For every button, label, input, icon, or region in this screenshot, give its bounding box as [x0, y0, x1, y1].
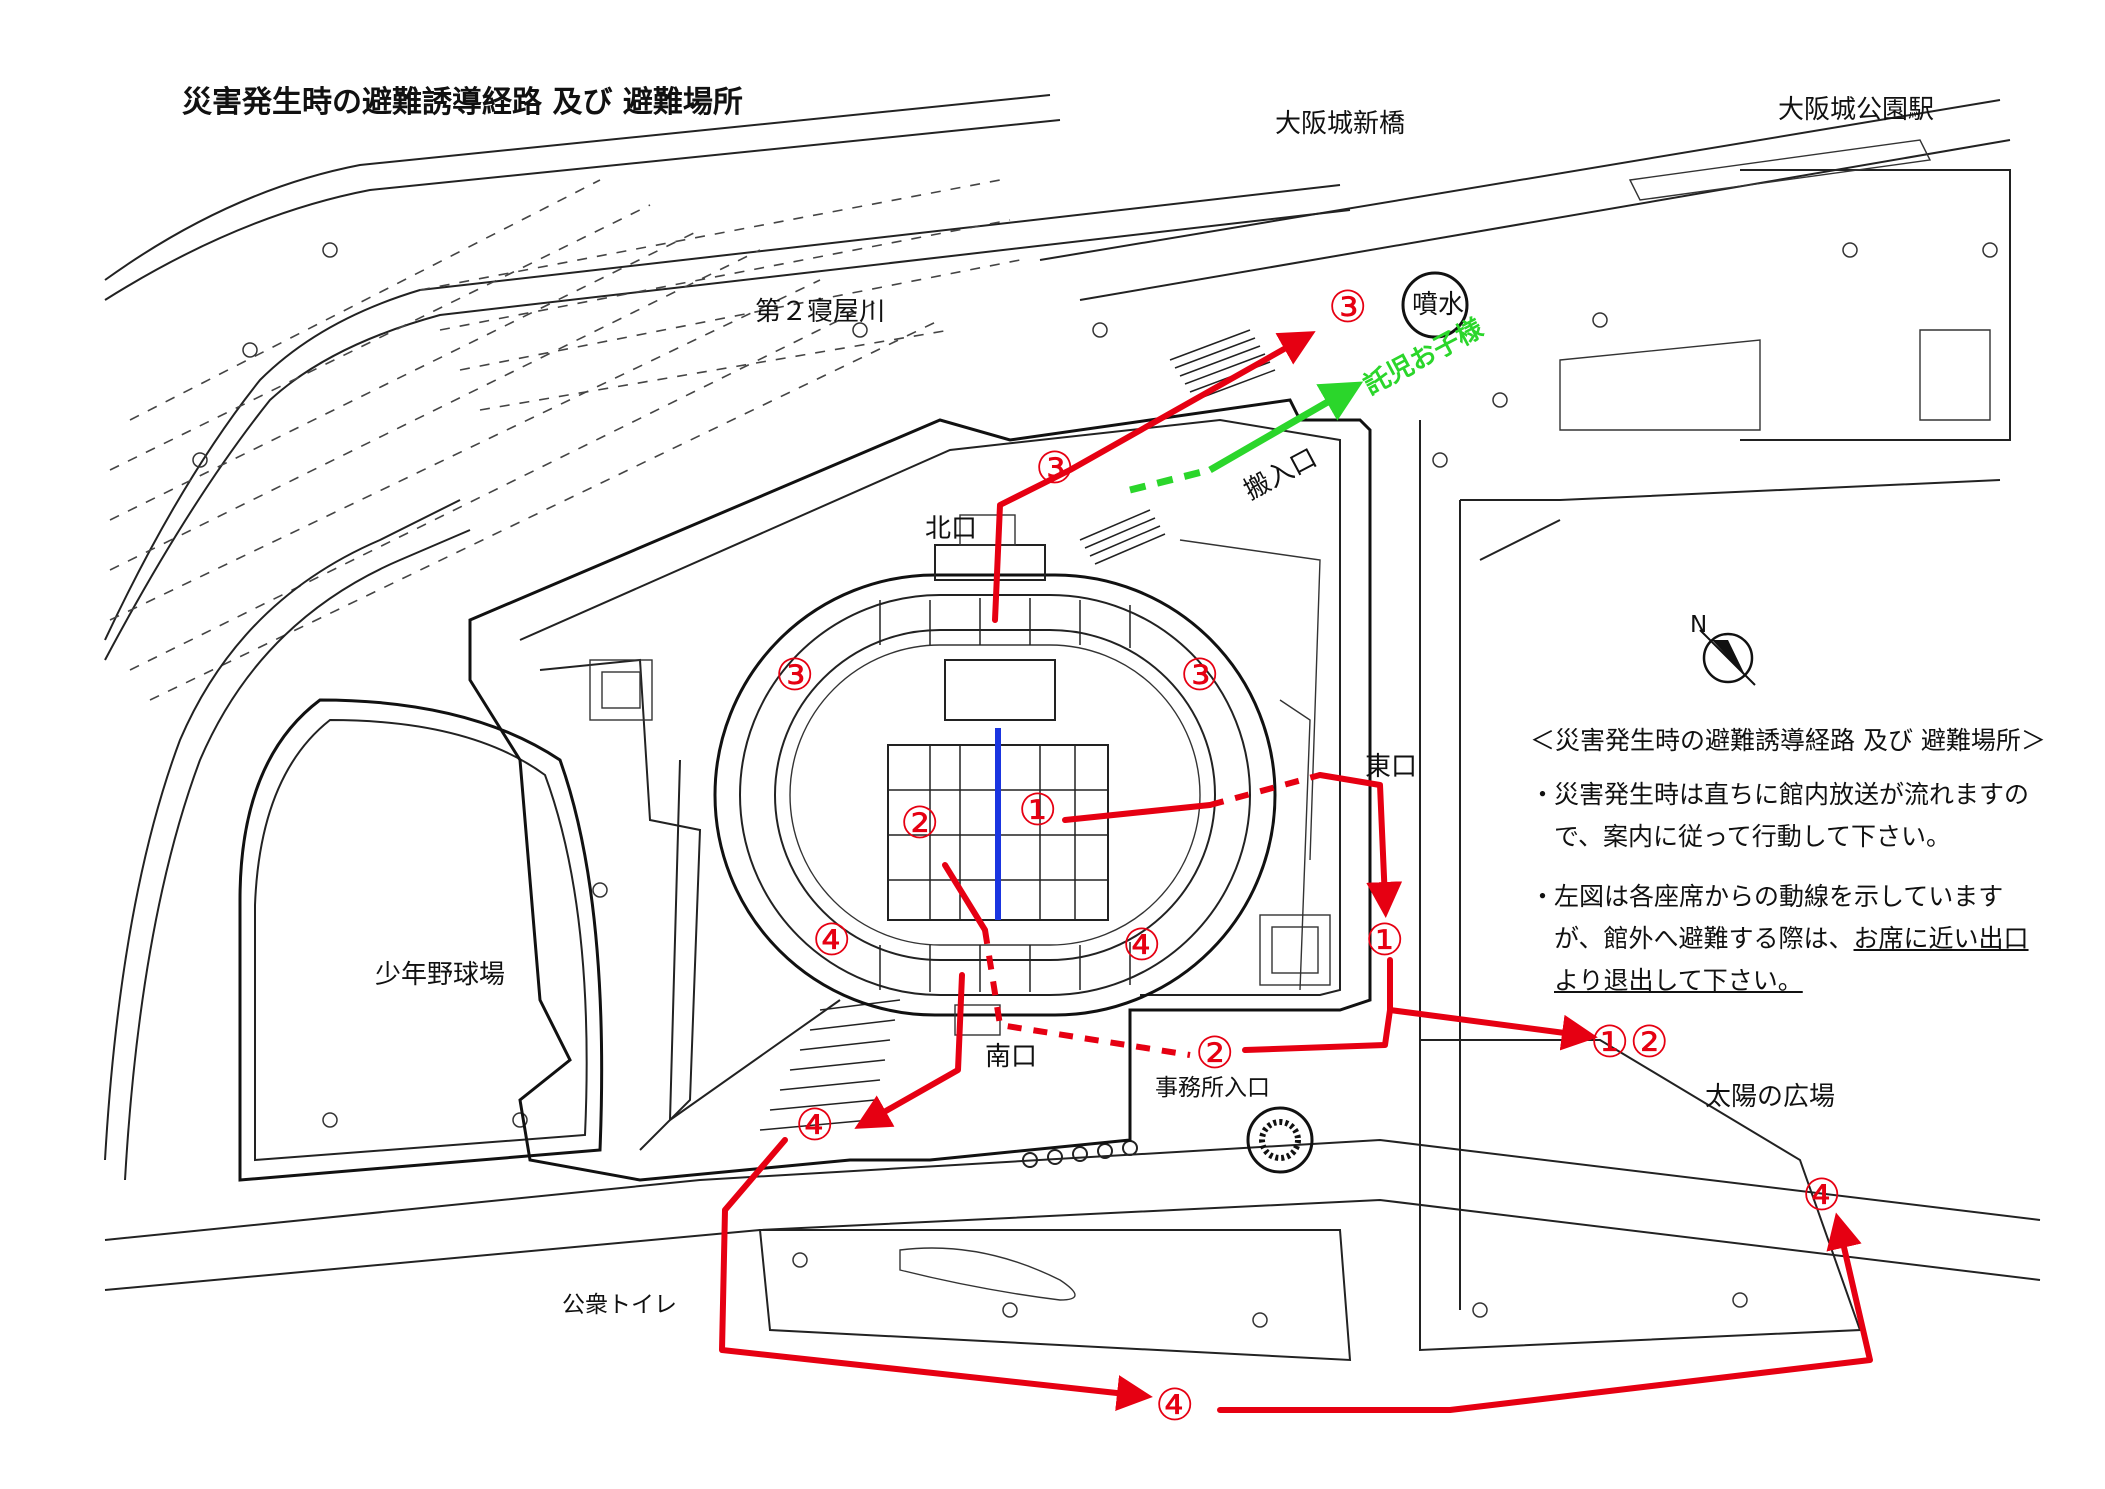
label-north-gate: 北口	[925, 514, 977, 544]
marker-2-south: ②	[1195, 1028, 1234, 1079]
legend-bullet: ・	[1530, 882, 1556, 911]
route-childcare	[1129, 381, 1364, 494]
marker-4-left: ④	[812, 915, 851, 966]
map-title: 災害発生時の避難誘導経路 及び 避難場所	[182, 85, 743, 120]
map-background	[104, 94, 2041, 1362]
label-baseball: 少年野球場	[375, 960, 505, 990]
marker-3-top: ③	[1328, 282, 1367, 333]
label-office-entrance: 事務所入口	[1155, 1075, 1270, 1101]
marker-3-north: ③	[1035, 443, 1074, 494]
marker-4-bottom: ④	[1155, 1380, 1194, 1431]
large-tree-icon	[1246, 1106, 1314, 1174]
label-river: 第２寝屋川	[755, 297, 885, 327]
marker-1-east: ①	[1365, 915, 1404, 966]
tree-symbols	[192, 242, 1998, 1328]
route-4-south	[719, 972, 1873, 1413]
label-childcare: 託児お子様	[1359, 312, 1489, 401]
marker-3-left: ③	[775, 650, 814, 701]
marker-12-exit: ①②	[1590, 1017, 1669, 1068]
label-plaza: 太陽の広場	[1705, 1082, 1835, 1112]
seat-dividers	[879, 598, 1131, 992]
legend-item-1-text: 災害発生時は直ちに館内放送が流れますので、案内に従って行動して下さい。	[1554, 780, 2030, 851]
legend-heading: ＜災害発生時の避難誘導経路 及び 避難場所＞	[1530, 726, 2046, 755]
label-loading-entrance: 搬入口	[1239, 443, 1322, 506]
river-dash-lines	[109, 179, 1021, 701]
marker-3-right: ③	[1180, 650, 1219, 701]
label-east-gate: 東口	[1365, 752, 1417, 782]
legend-item-2: ・ 左図は各座席からの動線を示していますが、館外へ避難する際は、お席に近い出口よ…	[1530, 876, 2050, 1002]
label-north: N	[1690, 612, 1707, 638]
legend-panel: ＜災害発生時の避難誘導経路 及び 避難場所＞ ・ 災害発生時は直ちに館内放送が流…	[1530, 720, 2050, 1020]
marker-4-plaza: ④	[1802, 1170, 1841, 1221]
label-fountain: 噴水	[1412, 290, 1464, 320]
label-bridge: 大阪城新橋	[1275, 109, 1405, 139]
route-2-south	[942, 862, 1393, 1058]
marker-1-center: ①	[1018, 785, 1057, 836]
fountain-circle	[1401, 271, 1469, 339]
legend-item-2-emphasis: お席に近い出口より退出して下さい。	[1554, 924, 2029, 995]
marker-4-gate: ④	[795, 1100, 834, 1151]
label-station: 大阪城公園駅	[1778, 95, 1934, 125]
legend-bullet: ・	[1530, 780, 1556, 809]
marker-2-center: ②	[900, 798, 939, 849]
route-3-north	[992, 331, 1316, 623]
legend-item-1: ・ 災害発生時は直ちに館内放送が流れますので、案内に従って行動して下さい。	[1530, 774, 2050, 858]
north-compass-icon	[1699, 629, 1756, 686]
label-toilet: 公衆トイレ	[562, 1292, 677, 1318]
legend-item-2-text: 左図は各座席からの動線を示していますが、館外へ避難する際は、	[1554, 882, 2004, 953]
marker-4-right: ④	[1122, 920, 1161, 971]
label-south-gate: 南口	[985, 1042, 1037, 1072]
south-stairs	[759, 999, 901, 1131]
